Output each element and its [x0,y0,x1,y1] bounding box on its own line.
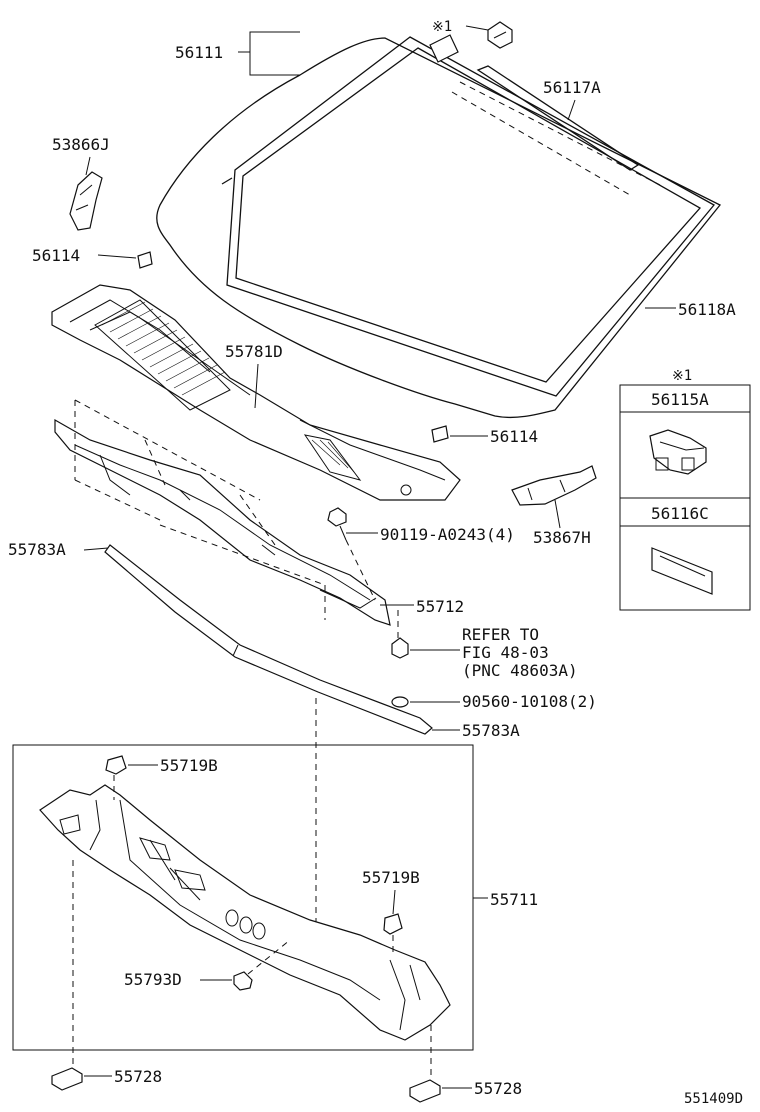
leader-bracket-right [554,499,561,529]
bracket-left[interactable] [69,171,103,231]
inset-box [619,384,751,611]
windshield-glass[interactable] [156,37,722,419]
label-bracket-right: 53867H [533,528,591,547]
inset-note-mark: ※1 [672,368,692,384]
clip-right[interactable] [383,913,403,935]
label-side-molding: 56118A [678,300,736,319]
label-refer-line3: (PNC 48603A) [462,661,578,680]
spacer-lower[interactable] [431,425,449,443]
leader-bracket-left [85,156,91,176]
screw[interactable] [327,507,347,541]
side-molding[interactable] [221,36,716,397]
nut[interactable] [391,696,409,708]
leader-windshield [238,31,300,76]
leader-clip-right [392,889,396,915]
spacer-upper[interactable] [137,251,153,269]
cowl-panel[interactable] [39,784,451,1041]
label-spacer-upper: 56114 [32,246,80,265]
diagram-id: 551409D [684,1091,743,1107]
leader-weatherstrip-upper [83,547,109,551]
inset-clip-part[interactable] [649,429,707,475]
bracket-right[interactable] [511,465,597,506]
grommet[interactable] [233,971,253,991]
dash-grommet [247,939,291,975]
label-windshield: 56111 [175,43,223,62]
cowl-top-panel[interactable] [51,284,461,501]
label-spacer-lower: 56114 [490,427,538,446]
clip-upper[interactable] [105,755,127,775]
label-note-mark-top: ※1 [432,19,452,35]
inset-label-b: 56116C [651,504,709,523]
seal-right[interactable] [409,1079,441,1103]
label-cowl-top-panel: 55781D [225,342,283,361]
weatherstrip[interactable] [104,544,433,735]
label-weatherstrip-upper: 55783A [8,540,66,559]
clip-top[interactable] [487,21,513,49]
label-seal-right: 55728 [474,1079,522,1098]
label-grommet: 55793D [124,970,182,989]
leader-spacer-upper [97,254,137,259]
label-cowl-panel: 55711 [490,890,538,909]
leader-note-top [465,25,489,31]
dash-screw [345,539,376,601]
inset-seal-part[interactable] [651,547,713,595]
label-refer-line1: REFER TO [462,625,539,644]
nut-refer[interactable] [391,637,409,659]
inset-label-a: 56115A [651,390,709,409]
leader-upper-molding [567,99,576,121]
label-upper-molding: 56117A [543,78,601,97]
label-screw: 90119-A0243(4) [380,525,515,544]
louver-frame[interactable] [54,418,391,626]
seal-left[interactable] [51,1067,83,1091]
label-seal-left: 55728 [114,1067,162,1086]
label-refer-line2: FIG 48-03 [462,643,549,662]
label-clip-right: 55719B [362,868,420,887]
label-clip-upper: 55719B [160,756,218,775]
label-bracket-left: 53866J [52,135,110,154]
dashed-guides-louver [74,399,326,620]
label-nut: 90560-10108(2) [462,692,597,711]
leader-cowl-top-panel [254,363,259,409]
label-weatherstrip-lower: 55783A [462,721,520,740]
cowl-vent-grille [94,299,231,411]
label-louver: 55712 [416,597,464,616]
upper-molding[interactable] [429,34,661,196]
